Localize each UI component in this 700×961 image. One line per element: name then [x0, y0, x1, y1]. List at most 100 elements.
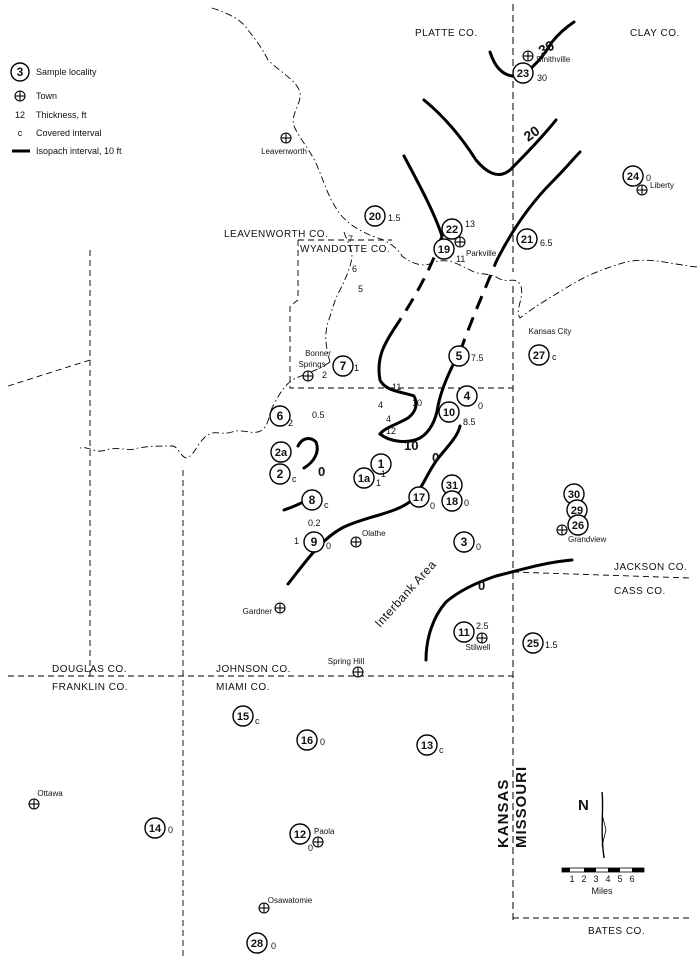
sample-thickness: c	[255, 716, 260, 726]
scale-bar-frame	[561, 867, 645, 873]
sample-thickness: c	[439, 745, 444, 755]
thickness-value: 5	[358, 284, 363, 294]
isopach-10-loop	[377, 324, 462, 443]
sample-circle	[448, 345, 470, 367]
town-icon	[280, 132, 292, 144]
sample-circle	[232, 705, 254, 727]
town: Paola	[312, 827, 335, 848]
sample-thickness: 7.5	[471, 353, 484, 363]
town-icon	[312, 836, 324, 848]
isopach-0-west	[296, 437, 319, 470]
sample-circle	[332, 355, 354, 377]
sample-circle	[408, 486, 430, 508]
town-name: Olathe	[362, 529, 386, 538]
county-bates: BATES CO.	[588, 926, 645, 937]
isopach-label-0-a: 0	[432, 450, 439, 465]
legend-isopach-label: Isopach interval, 10 ft	[36, 146, 122, 156]
county-douglas: DOUGLAS CO.	[52, 664, 127, 675]
sample-thickness: 2.5	[476, 621, 489, 631]
sample-number: 14	[149, 823, 162, 835]
town-name: Liberty	[650, 181, 674, 190]
town-icon	[28, 798, 40, 810]
sample-number: 3	[461, 535, 468, 549]
sample-locality: 30	[563, 483, 585, 505]
sample-number: 6	[277, 409, 284, 423]
legend-sample-symbol-text: 3	[17, 65, 24, 79]
sample-thickness: 11	[456, 254, 465, 264]
county-cass: CASS CO.	[614, 586, 666, 597]
sample-number: 31	[446, 480, 458, 492]
sample-number: 5	[456, 349, 463, 363]
sample-thickness: 0	[168, 825, 173, 835]
legend-sample-label: Sample locality	[36, 67, 97, 77]
sample-circle	[296, 729, 318, 751]
thickness-value: 11	[392, 382, 401, 392]
sample-thickness: 1.5	[388, 213, 401, 223]
legend-covered-label: Covered interval	[36, 128, 102, 138]
sample-circle	[416, 734, 438, 756]
sample-thickness: 1.5	[545, 640, 558, 650]
isopach-10	[402, 154, 444, 238]
thickness-values: 6 5 7 2 0.5 11 4 10 4 12 0.2 1	[294, 234, 422, 546]
sample-locality: 112.5	[453, 621, 489, 643]
sample-number: 29	[571, 505, 583, 517]
sample-circle	[364, 205, 386, 227]
boundaries	[7, 4, 691, 958]
sample-number: 23	[517, 68, 529, 80]
north-arrow-icon	[601, 791, 605, 859]
legend-thickness-symbol: 12	[15, 110, 25, 120]
sample-locality: 31	[441, 474, 463, 496]
town-icon	[522, 50, 534, 62]
town-icon	[350, 536, 362, 548]
isopach-label-10: 10	[404, 438, 418, 453]
sample-number: 21	[521, 234, 533, 246]
sample-number: 7	[340, 359, 347, 373]
sample-locality: 15 c	[232, 705, 260, 727]
town-name: Leavenworth	[261, 147, 307, 156]
isopach-label-0-b: 0	[318, 464, 325, 479]
sample-number: 18	[446, 496, 458, 508]
isopach-label-0-c: 0	[478, 578, 485, 593]
town-name: Ottawa	[37, 789, 63, 798]
thickness-value: 6	[352, 264, 357, 274]
sample-number: 28	[251, 938, 263, 950]
thickness-value: 7	[348, 234, 353, 244]
sample-number: 17	[413, 492, 425, 504]
sample-thickness: 0	[320, 737, 325, 747]
sample-number: 25	[527, 638, 539, 650]
county-platte: PLATTE CO.	[415, 28, 478, 39]
thickness-value: 0.2	[308, 518, 321, 528]
legend-thickness-label: Thickness, ft	[36, 110, 87, 120]
county-labels: PLATTE CO. CLAY CO. LEAVENWORTH CO. WYAN…	[52, 28, 687, 937]
sample-locality: 2a	[270, 441, 292, 463]
sample-thickness: 0	[646, 173, 651, 183]
town-name: Parkville	[466, 249, 497, 258]
scale-bar: 1 2 3 4 5 6 Miles	[561, 867, 645, 896]
sample-circle	[438, 401, 460, 423]
sample-number: 1	[378, 457, 385, 471]
kansas-river	[79, 361, 331, 459]
thickness-value: 4	[378, 400, 383, 410]
sample-locality: 170	[408, 486, 435, 511]
legend: 3 Sample locality Town 12 Thickness, ft …	[10, 62, 122, 156]
sample-circle	[622, 165, 644, 187]
sample-locality: 26	[567, 514, 589, 536]
sample-locality: 120	[289, 823, 313, 853]
town-icon	[274, 602, 286, 614]
sample-circle	[303, 531, 325, 553]
county-franklin: FRANKLIN CO.	[52, 682, 128, 693]
legend-sample-symbol	[10, 62, 30, 82]
sample-circle	[441, 218, 463, 240]
sample-number: 15	[237, 711, 249, 723]
